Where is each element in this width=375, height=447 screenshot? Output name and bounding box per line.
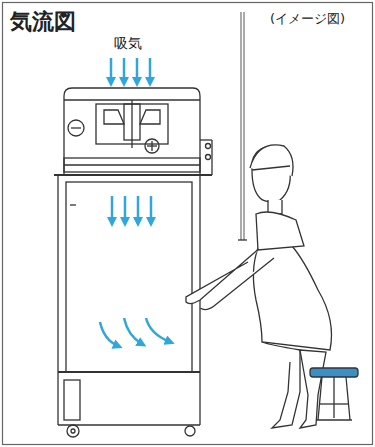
intake-label: 吸気 — [114, 36, 142, 51]
operator-figure — [186, 145, 358, 428]
frame — [3, 3, 373, 445]
intake-arrows — [111, 58, 150, 82]
downflow-arrows — [100, 196, 170, 346]
image-note: (イメージ図) — [270, 12, 345, 26]
cabinet — [54, 12, 247, 437]
diagram-title: 気流図 — [10, 10, 76, 34]
